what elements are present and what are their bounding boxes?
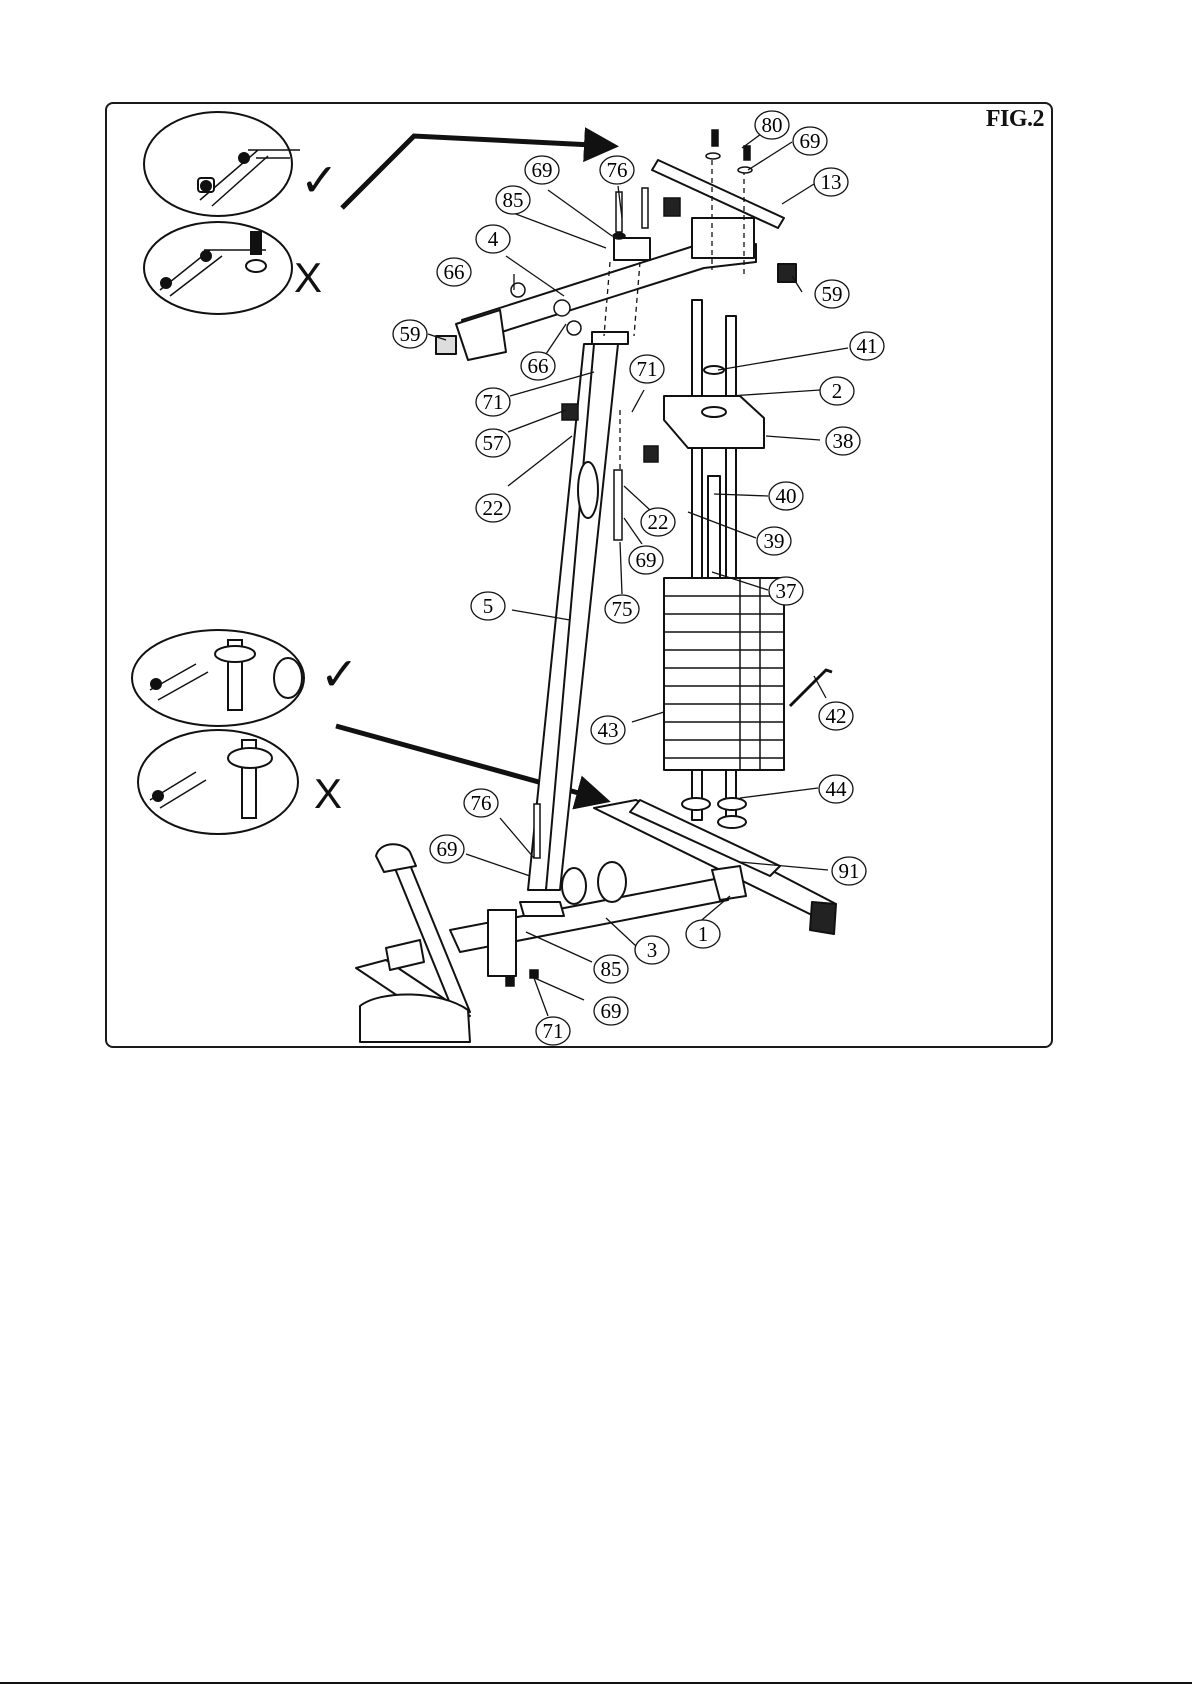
wrong-mark-bottom: X [314,770,342,817]
callout-label: 69 [636,548,657,572]
callout-label: 75 [612,597,633,621]
callout-label: 71 [637,357,658,381]
correct-mark-top: ✓ [300,154,339,206]
callout-69: 69 [430,835,464,863]
weight-stack [664,578,784,770]
pointer-arrow-top [342,136,612,208]
callout-label: 76 [607,158,628,182]
callout-76: 76 [464,789,498,817]
callout-4: 4 [476,225,510,253]
callout-label: 38 [833,429,854,453]
callout-2: 2 [820,377,854,405]
callout-label: 71 [543,1019,564,1043]
callout-label: 41 [857,334,878,358]
callout-label: 22 [483,496,504,520]
callout-85: 85 [594,955,628,983]
callout-label: 59 [400,322,421,346]
callout-label: 76 [471,791,492,815]
callout-69: 69 [793,127,827,155]
callout-41: 41 [850,332,884,360]
callout-label: 40 [776,484,797,508]
wrong-mark-top: X [294,254,322,301]
machine-drawing [356,160,836,1042]
callout-44: 44 [819,775,853,803]
callout-label: 39 [764,529,785,553]
callout-22: 22 [476,494,510,522]
callout-39: 39 [757,527,791,555]
callout-22: 22 [641,508,675,536]
page-bottom-rule [0,1682,1192,1684]
callout-label: 91 [839,859,860,883]
callout-label: 85 [601,957,622,981]
callout-label: 37 [776,579,797,603]
inset-correct-bottom [132,630,304,726]
correct-mark-bottom: ✓ [320,648,359,700]
callout-label: 59 [822,282,843,306]
callout-40: 40 [769,482,803,510]
callout-13: 13 [814,168,848,196]
callout-75: 75 [605,595,639,623]
callout-label: 22 [648,510,669,534]
callout-label: 44 [826,777,848,801]
callout-38: 38 [826,427,860,455]
callout-label: 85 [503,188,524,212]
callout-69: 69 [594,997,628,1025]
callout-label: 13 [821,170,842,194]
callout-label: 4 [488,227,499,251]
callout-label: 43 [598,718,619,742]
callout-label: 3 [647,938,658,962]
callout-91: 91 [832,857,866,885]
callout-43: 43 [591,716,625,744]
callout-label: 5 [483,594,494,618]
callout-1: 1 [686,920,720,948]
callout-label: 69 [601,999,622,1023]
callout-label: 66 [444,260,465,284]
callout-66: 66 [437,258,471,286]
callout-66: 66 [521,352,555,380]
callout-59: 59 [393,320,427,348]
inset-wrong-top [144,222,292,314]
callout-label: 69 [437,837,458,861]
callout-85: 85 [496,186,530,214]
callout-76: 76 [600,156,634,184]
callout-label: 42 [826,704,847,728]
inset-correct-top [144,112,300,216]
callout-label: 69 [800,129,821,153]
callout-label: 57 [483,431,504,455]
callout-42: 42 [819,702,853,730]
callout-57: 57 [476,429,510,457]
callout-69: 69 [525,156,559,184]
callout-37: 37 [769,577,803,605]
callout-59: 59 [815,280,849,308]
callout-71: 71 [536,1017,570,1045]
inset-wrong-bottom [138,730,298,834]
callout-label: 69 [532,158,553,182]
callout-3: 3 [635,936,669,964]
callout-5: 5 [471,592,505,620]
callout-label: 71 [483,390,504,414]
callout-label: 1 [698,922,709,946]
callout-71: 71 [630,355,664,383]
callout-label: 80 [762,113,783,137]
callout-label: 2 [832,379,843,403]
callout-71: 71 [476,388,510,416]
callout-80: 80 [755,111,789,139]
callout-label: 66 [528,354,549,378]
callout-69: 69 [629,546,663,574]
